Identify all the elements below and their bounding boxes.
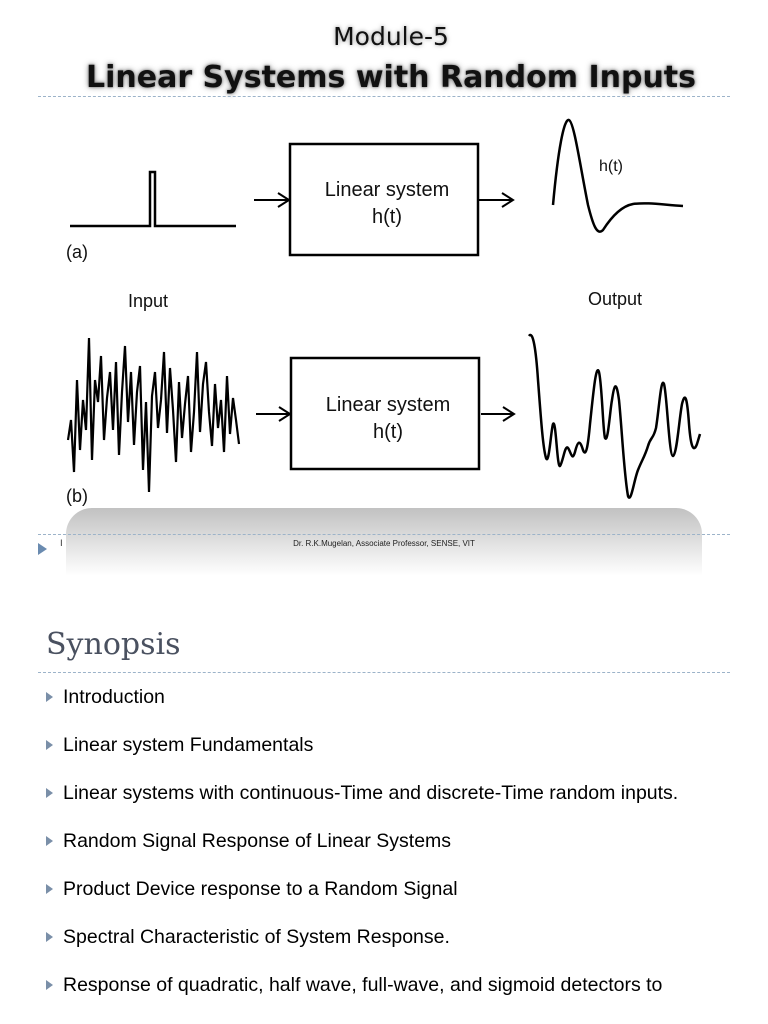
triangle-right-icon	[46, 884, 53, 894]
panel-b-label: (b)	[66, 486, 88, 506]
impulse-response-label: h(t)	[599, 158, 623, 175]
page-number: I	[60, 539, 63, 549]
synopsis-divider	[38, 672, 730, 673]
triangle-right-icon	[38, 543, 47, 555]
list-item: Linear system Fundamentals	[46, 731, 722, 759]
panel-a-label: (a)	[66, 242, 88, 262]
output-label: Output	[588, 289, 642, 309]
triangle-right-icon	[46, 980, 53, 990]
triangle-right-icon	[46, 932, 53, 942]
list-item: Linear systems with continuous-Time and …	[46, 779, 722, 807]
list-item-text: Linear system Fundamentals	[63, 734, 314, 756]
footer-author: Dr. R.K.Mugelan, Associate Professor, SE…	[293, 539, 475, 548]
arrow-icon	[254, 192, 291, 208]
footer-reflection	[66, 508, 702, 576]
system-label: Linear system	[325, 179, 450, 201]
list-item-text: Linear systems with continuous-Time and …	[63, 782, 679, 804]
module-label: Module-5	[333, 22, 449, 51]
linear-system-box	[288, 142, 480, 257]
footer-divider	[38, 534, 730, 535]
slide-linear-systems: Module-5 Linear Systems with Random Inpu…	[38, 22, 730, 576]
system-response-label: h(t)	[373, 421, 403, 443]
arrow-icon	[481, 406, 516, 422]
synopsis-list: Introduction Linear system Fundamentals …	[46, 683, 722, 1019]
triangle-right-icon	[46, 692, 53, 702]
system-label: Linear system	[326, 394, 451, 416]
arrow-icon	[256, 406, 292, 422]
list-item: Product Device response to a Random Sign…	[46, 875, 722, 903]
random-output-signal	[527, 333, 702, 499]
synopsis-title: Synopsis	[46, 627, 181, 662]
slide-title: Linear Systems with Random Inputs	[85, 60, 697, 95]
list-item-text: Spectral Characteristic of System Respon…	[63, 926, 450, 948]
triangle-right-icon	[46, 836, 53, 846]
input-label: Input	[128, 291, 168, 311]
random-input-signal	[66, 337, 241, 493]
impulse-input-signal	[70, 170, 236, 228]
list-item: Response of quadratic, half wave, full-w…	[46, 971, 722, 999]
list-item-text: Random Signal Response of Linear Systems	[63, 830, 452, 852]
linear-system-box	[289, 356, 481, 471]
list-item: Spectral Characteristic of System Respon…	[46, 923, 722, 951]
system-response-label: h(t)	[372, 206, 402, 228]
list-item-text: Product Device response to a Random Sign…	[63, 878, 458, 900]
title-divider	[38, 96, 730, 97]
triangle-right-icon	[46, 740, 53, 750]
list-item-text: Introduction	[63, 686, 165, 708]
triangle-right-icon	[46, 788, 53, 798]
list-item: Introduction	[46, 683, 722, 711]
linear-system-diagram: (a) Linear system h(t) h(t) Input Output…	[66, 118, 702, 506]
list-item: Random Signal Response of Linear Systems	[46, 827, 722, 855]
arrow-icon	[479, 192, 515, 208]
list-item-text: Response of quadratic, half wave, full-w…	[63, 974, 663, 996]
impulse-response-curve	[551, 118, 684, 233]
